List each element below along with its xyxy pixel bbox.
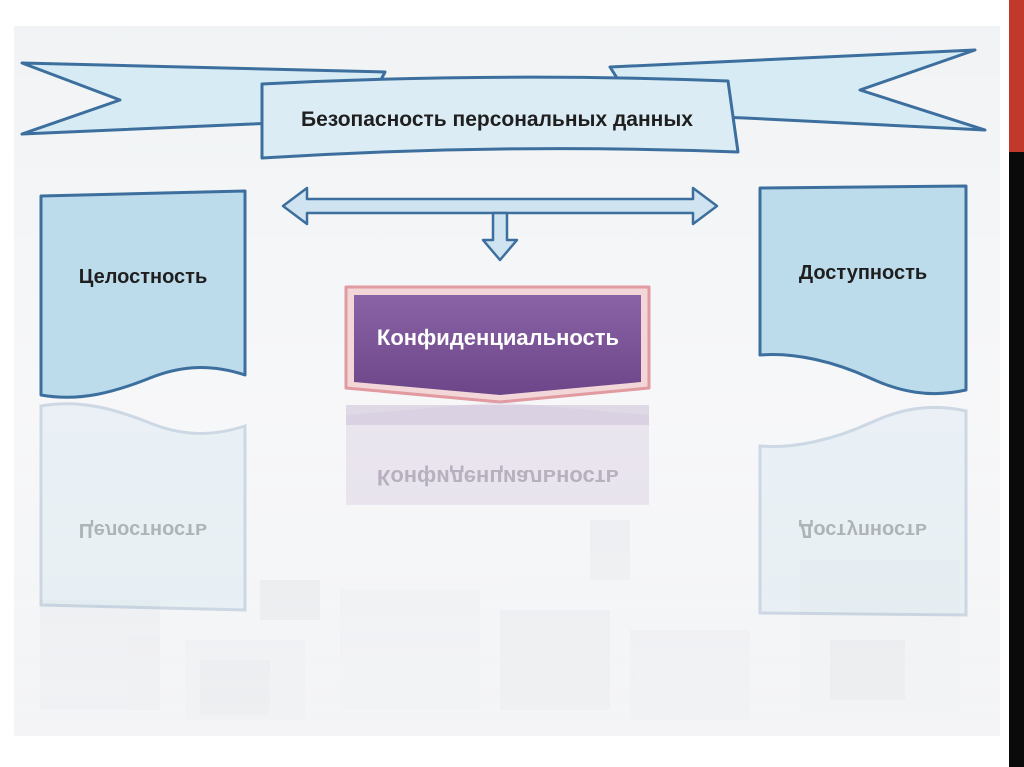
down-arrow bbox=[481, 211, 519, 262]
reflected-texts: Целостность Доступность Конфиденциальнос… bbox=[79, 465, 927, 541]
availability-reflection: Доступность bbox=[799, 519, 927, 541]
confidentiality-reflection: Конфиденциальность bbox=[377, 465, 619, 490]
integrity-reflection: Целостность bbox=[79, 519, 208, 541]
banner-title: Безопасность персональных данных bbox=[301, 108, 693, 131]
center-reflection bbox=[346, 402, 649, 505]
integrity-label: Целостность bbox=[79, 266, 208, 288]
title-banner: Безопасность персональных данных bbox=[20, 48, 987, 160]
availability-label: Доступность bbox=[799, 262, 927, 284]
accent-bar-black bbox=[1009, 152, 1024, 767]
reflection-group bbox=[39, 402, 968, 617]
accent-bar-red bbox=[1009, 0, 1024, 152]
integrity-box: Целостность bbox=[39, 189, 247, 399]
availability-box: Доступность bbox=[758, 184, 968, 396]
confidentiality-box: Конфиденциальность bbox=[344, 285, 651, 404]
double-arrow bbox=[281, 186, 719, 226]
confidentiality-label: Конфиденциальность bbox=[377, 325, 619, 350]
